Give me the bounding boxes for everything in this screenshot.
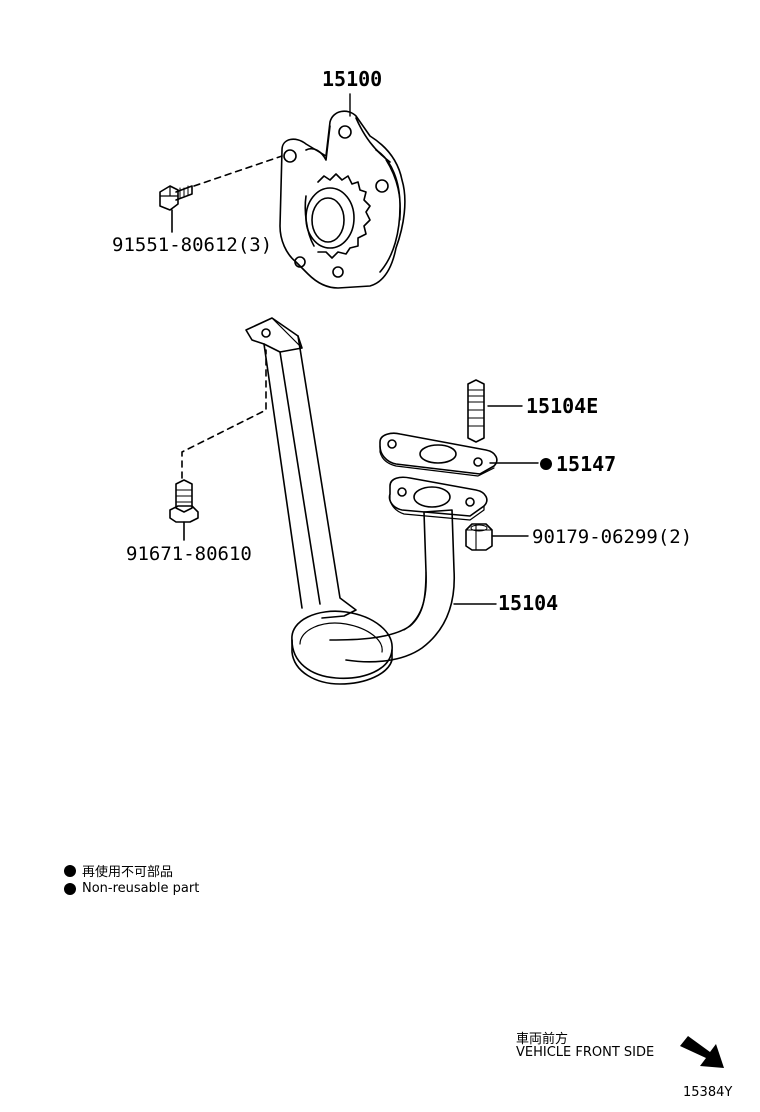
legend-en-row: Non-reusable part [64, 881, 199, 896]
legend-jp-text: 再使用不可部品 [82, 865, 174, 880]
label-15100[interactable]: 15100 [322, 67, 382, 91]
non-reusable-dot [540, 458, 552, 470]
stud-drawing[interactable] [467, 379, 485, 443]
diagram-code: 15384Y [683, 1085, 733, 1100]
front-arrow-icon [680, 1036, 724, 1068]
strainer-bolt-drawing[interactable] [169, 349, 267, 541]
label-15104[interactable]: 15104 [498, 591, 558, 615]
front-side-jp: 車両前方 [516, 1032, 569, 1047]
nut-drawing[interactable] [465, 523, 493, 551]
non-reusable-dot-icon [64, 882, 76, 895]
gasket-drawing[interactable] [379, 432, 498, 477]
non-reusable-dot-icon [64, 864, 76, 877]
legend-jp-row: 再使用不可部品 [64, 861, 173, 880]
label-90179-06299[interactable]: 90179-06299(2) [532, 526, 692, 548]
front-side-en: VEHICLE FRONT SIDE [516, 1045, 655, 1060]
leader-lines [349, 93, 539, 605]
label-91671-80610[interactable]: 91671-80610 [126, 543, 252, 565]
label-15147[interactable]: 15147 [556, 452, 616, 476]
label-15104E[interactable]: 15104E [526, 394, 598, 418]
oil-pump-drawing[interactable] [279, 110, 406, 289]
pump-bolt-drawing[interactable] [159, 155, 283, 233]
oil-strainer-drawing[interactable] [245, 317, 488, 685]
legend-en-text: Non-reusable part [82, 881, 200, 896]
label-91551-80612[interactable]: 91551-80612(3) [112, 234, 272, 256]
